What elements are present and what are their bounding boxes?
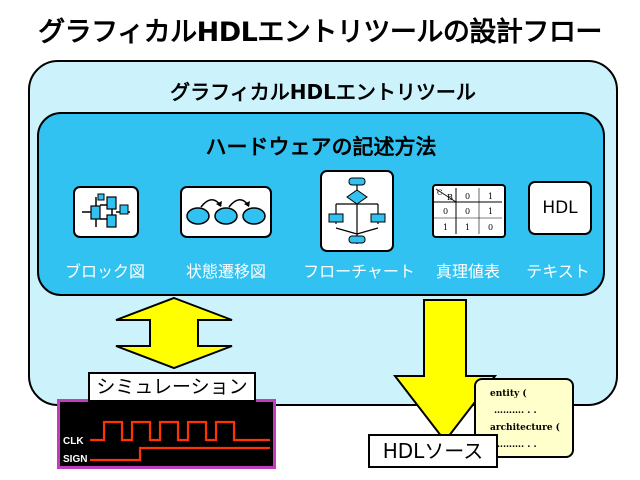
code-line-3: architecture ( — [490, 423, 560, 433]
truth-table-r0c2: 1 — [488, 207, 493, 216]
simulation-label: シミュレーション — [88, 372, 256, 402]
signal-label-sign: SIGN — [63, 454, 87, 465]
truth-table-r1c0: 1 — [443, 223, 448, 232]
sign-waveform — [90, 446, 270, 462]
method-label-state-transition: 状態遷移図 — [185, 262, 266, 281]
truth-table-r0c0: 0 — [443, 207, 448, 216]
truth-table-r1c2: 0 — [488, 223, 493, 232]
state-transition-icon — [180, 186, 272, 238]
truth-table-r0c1: 0 — [465, 207, 470, 216]
method-label-flowchart: フローチャート — [303, 262, 415, 281]
truth-table-c: C — [437, 189, 442, 197]
hdl-source-label: HDLソース — [368, 434, 498, 468]
clk-waveform — [90, 420, 270, 442]
hdl-output-arrow — [392, 299, 498, 443]
page-title: グラフィカルHDLエントリツールの設計フロー — [38, 17, 602, 48]
signal-label-clk: CLK — [63, 436, 84, 447]
code-line-4: ………. . . — [494, 440, 537, 450]
hdl-text-icon: HDL — [528, 181, 592, 235]
truth-table-b: B — [447, 193, 453, 202]
tool-title: グラフィカルHDLエントリツール — [170, 80, 476, 104]
simulation-double-arrow — [115, 296, 233, 370]
truth-table-icon: C B 0 1 0 0 1 1 1 0 — [432, 184, 506, 238]
truth-table-h1: 1 — [488, 192, 493, 201]
truth-table-r1c1: 1 — [465, 223, 470, 232]
method-label-block-diagram: ブロック図 — [64, 262, 145, 281]
block-diagram-icon — [73, 186, 139, 238]
method-label-text: テキスト — [526, 262, 590, 281]
method-label-truth-table: 真理値表 — [435, 262, 500, 281]
code-line-1: entity ( — [490, 389, 527, 399]
simulation-waveform-panel: CLK SIGN — [57, 399, 276, 469]
description-methods-title: ハードウェアの記述方法 — [205, 135, 437, 159]
flowchart-icon — [320, 170, 394, 252]
truth-table-h0: 0 — [465, 192, 470, 201]
code-line-2: ………. . . — [494, 406, 537, 416]
